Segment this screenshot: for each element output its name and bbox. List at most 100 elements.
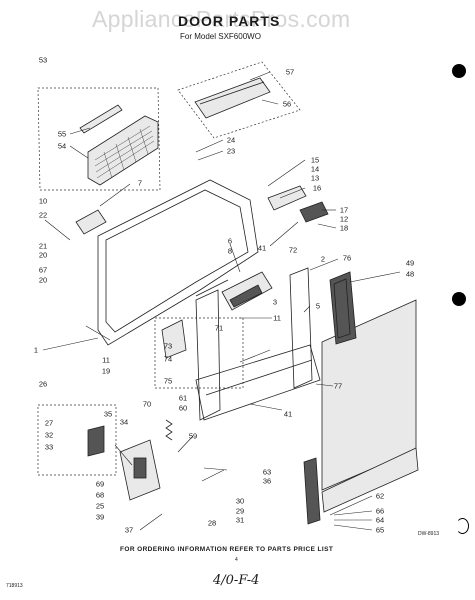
- inner-door-panel: [97, 179, 259, 346]
- punch-hole-top: [452, 64, 466, 78]
- frame-side-left: [195, 289, 221, 421]
- callout-33: 33: [44, 442, 54, 452]
- callout-57: 57: [285, 67, 295, 77]
- callout-10: 10: [38, 196, 48, 206]
- callout-21: 21: [38, 241, 48, 251]
- callout-19: 19: [101, 366, 111, 376]
- callout-56: 56: [282, 99, 292, 109]
- callout-37: 37: [124, 525, 134, 535]
- callout-26: 26: [38, 379, 48, 389]
- callout-32: 32: [44, 430, 54, 440]
- door-spring: [165, 419, 173, 441]
- frame-side-right: [289, 267, 313, 389]
- callout-41: 41: [257, 243, 267, 253]
- callout-5: 5: [315, 301, 321, 311]
- callout-30: 30: [235, 496, 245, 506]
- page-number: 4: [235, 557, 238, 563]
- watermark: AppliancePartsPros.com: [92, 6, 351, 32]
- punch-hole-middle: [452, 292, 466, 306]
- callout-69: 69: [95, 479, 105, 489]
- callout-22: 22: [38, 210, 48, 220]
- callout-60: 60: [178, 403, 188, 413]
- callout-63: 63: [262, 467, 272, 477]
- console-strip: [194, 77, 271, 119]
- callout-55: 55: [57, 129, 67, 139]
- latch-bracket: [267, 185, 307, 211]
- callout-20: 20: [38, 250, 48, 260]
- group-box-53: [37, 87, 161, 191]
- callout-8: 8: [227, 246, 233, 256]
- switch-73: [161, 319, 187, 359]
- callout-53: 53: [38, 55, 48, 65]
- arm-bracket: [87, 425, 105, 457]
- grille-strip: [79, 104, 123, 134]
- inner-door-panel-inner: [105, 189, 249, 333]
- callout-67: 67: [38, 265, 48, 275]
- callout-18: 18: [339, 223, 349, 233]
- callout-12: 12: [339, 214, 349, 224]
- drawing-number: DW-8913: [418, 531, 440, 537]
- callout-49: 49: [405, 258, 415, 268]
- callout-31: 31: [235, 515, 245, 525]
- callout-7: 7: [137, 178, 143, 188]
- callout-41b: 41: [283, 409, 293, 419]
- callout-74: 74: [163, 354, 173, 364]
- dispenser-lid: [229, 284, 263, 308]
- callout-11b: 11: [102, 355, 110, 365]
- callout-27: 27: [44, 418, 54, 428]
- callout-66: 66: [375, 506, 385, 516]
- callout-59: 59: [188, 431, 198, 441]
- latch-assembly: [299, 201, 329, 223]
- callout-25: 25: [95, 501, 105, 511]
- trim-63: [303, 457, 321, 525]
- callout-34: 34: [119, 417, 129, 427]
- callout-15: 15: [310, 155, 320, 165]
- callout-11: 11: [273, 313, 281, 323]
- handwritten-note: 4/0-F-4: [213, 573, 260, 588]
- toe-panel: [321, 447, 419, 513]
- ordering-footer: FOR ORDERING INFORMATION REFER TO PARTS …: [120, 546, 334, 553]
- handle-7: [75, 209, 107, 235]
- callout-61: 61: [178, 393, 188, 403]
- callout-17: 17: [339, 205, 349, 215]
- punch-hole-bottom: [456, 518, 469, 534]
- callout-13: 13: [310, 173, 320, 183]
- frame-bottom: [195, 344, 321, 421]
- model-subtitle: For Model SXF600WO: [180, 32, 261, 41]
- callout-20b: 20: [38, 275, 48, 285]
- callout-54: 54: [57, 141, 67, 151]
- group-box-26: [37, 404, 117, 476]
- callout-65: 65: [375, 525, 385, 535]
- callout-23: 23: [226, 146, 236, 156]
- callout-24: 24: [226, 135, 236, 145]
- corner-code: 718913: [6, 583, 23, 589]
- callout-71: 71: [214, 323, 224, 333]
- callout-48: 48: [405, 269, 415, 279]
- callout-75: 75: [163, 376, 173, 386]
- hinge-slot: [133, 457, 147, 479]
- callout-29: 29: [235, 506, 245, 516]
- group-box-56: [177, 61, 301, 139]
- callout-72: 72: [288, 245, 298, 255]
- callout-68: 68: [95, 490, 105, 500]
- callout-64: 64: [375, 515, 385, 525]
- callout-1: 1: [33, 345, 39, 355]
- callout-16: 16: [312, 183, 322, 193]
- callout-77: 77: [333, 381, 343, 391]
- callout-35: 35: [103, 409, 113, 419]
- trim-49: [329, 271, 357, 345]
- callout-36: 36: [262, 476, 272, 486]
- callout-73: 73: [163, 341, 173, 351]
- callout-14: 14: [310, 164, 320, 174]
- vent-grille: [87, 115, 159, 186]
- callout-3: 3: [272, 297, 278, 307]
- callout-62: 62: [375, 491, 385, 501]
- callout-76: 76: [342, 253, 352, 263]
- callout-70: 70: [142, 399, 152, 409]
- callout-28: 28: [207, 518, 217, 528]
- page-title: DOOR PARTS: [178, 13, 281, 29]
- callout-6: 6: [227, 236, 233, 246]
- callout-2: 2: [320, 254, 326, 264]
- callout-39: 39: [95, 512, 105, 522]
